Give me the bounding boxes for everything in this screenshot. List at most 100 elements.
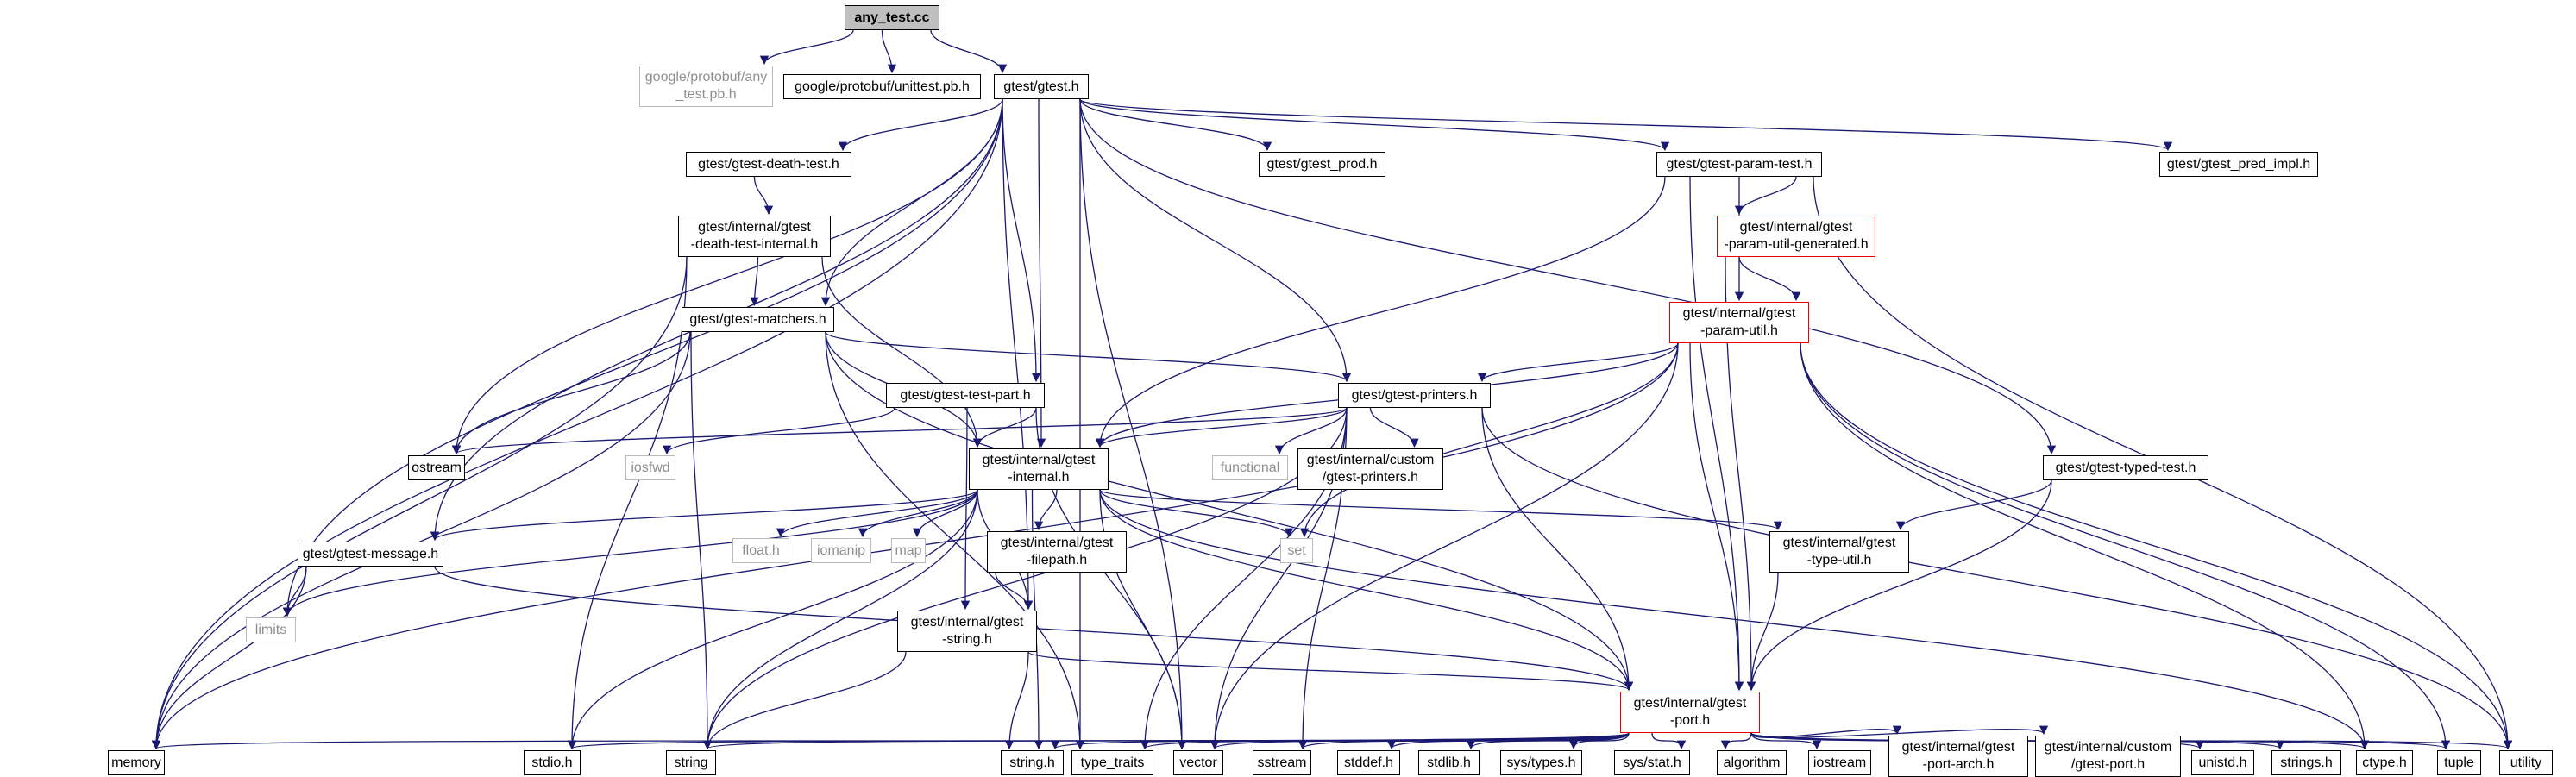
node-port_arch[interactable]: gtest/internal/gtest-port-arch.h — [1888, 736, 2028, 777]
node-label: functional — [1220, 460, 1280, 475]
node-ostream[interactable]: ostream — [408, 455, 465, 480]
node-label: sys/types.h — [1506, 755, 1576, 770]
node-internal[interactable]: gtest/internal/gtest-internal.h — [969, 448, 1109, 490]
edge-gtest_h-test_part — [1002, 98, 1041, 383]
edge-internal-vector — [1099, 489, 1187, 750]
node-iostream[interactable]: iostream — [1808, 750, 1871, 775]
node-label: set — [1287, 542, 1306, 558]
node-type_util[interactable]: gtest/internal/gtest-type-util.h — [1769, 531, 1909, 573]
node-param_test[interactable]: gtest/gtest-param-test.h — [1656, 152, 1822, 177]
node-label: _test.pb.h — [675, 87, 737, 102]
edge-param_test-internal — [1095, 176, 1666, 448]
node-pred_impl[interactable]: gtest/gtest_pred_impl.h — [2159, 152, 2318, 177]
edge-gtest_h-memory — [151, 98, 1003, 750]
node-label: gtest/internal/gtest — [1739, 220, 1853, 235]
node-float_h[interactable]: float.h — [732, 538, 789, 563]
node-unistd_h[interactable]: unistd.h — [2191, 750, 2254, 775]
edge-gtest_h-printers — [1079, 98, 1352, 383]
edge-gtest_h-death_test — [838, 98, 1003, 152]
node-param_util[interactable]: gtest/internal/gtest-param-util.h — [1669, 302, 1809, 343]
node-stddef_h[interactable]: stddef.h — [1337, 750, 1400, 775]
edge-internal-string — [702, 489, 978, 750]
edge-port-iostream — [1750, 732, 1822, 750]
node-custom_port[interactable]: gtest/internal/custom/gtest-port.h — [2035, 736, 2181, 777]
node-iosfwd[interactable]: iosfwd — [625, 455, 675, 480]
node-label: gtest/internal/gtest — [1000, 536, 1114, 550]
node-gtest_h[interactable]: gtest/gtest.h — [994, 74, 1089, 99]
node-typed_test[interactable]: gtest/gtest-typed-test.h — [2043, 455, 2208, 480]
edge-death_internal-memory — [151, 256, 688, 750]
node-stdio_h[interactable]: stdio.h — [524, 750, 581, 775]
edge-internal-limits — [282, 489, 978, 617]
node-death_test[interactable]: gtest/gtest-death-test.h — [686, 152, 851, 177]
node-vector[interactable]: vector — [1173, 750, 1223, 775]
node-prod[interactable]: gtest/gtest_prod.h — [1259, 152, 1385, 177]
node-algorithm[interactable]: algorithm — [1717, 750, 1787, 775]
node-label: type_traits — [1080, 755, 1145, 770]
node-label: algorithm — [1723, 755, 1781, 770]
node-sys_stat[interactable]: sys/stat.h — [1614, 750, 1690, 775]
edge-printers-functional — [1274, 407, 1348, 455]
node-string_h[interactable]: string.h — [1001, 750, 1064, 775]
node-label: -param-util-generated.h — [1724, 237, 1869, 252]
edge-internal-filepath — [1034, 489, 1058, 531]
edge-death_internal-internal — [821, 256, 983, 448]
edge-any_test_cc-gtest_h — [930, 29, 1008, 74]
node-ctype_h[interactable]: ctype.h — [2356, 750, 2413, 775]
node-stdlib_h[interactable]: stdlib.h — [1418, 750, 1480, 775]
node-test_part[interactable]: gtest/gtest-test-part.h — [886, 383, 1045, 408]
node-param_gen[interactable]: gtest/internal/gtest -param-util-generate… — [1717, 216, 1875, 257]
edge-param_util-port — [1689, 342, 1744, 692]
node-label: vector — [1179, 755, 1217, 770]
edge-matchers-ostream — [451, 331, 691, 455]
node-label: map — [895, 542, 922, 558]
edge-typed_test-port — [1746, 479, 2052, 692]
node-pb_unittest[interactable]: google/protobuf/unittest.pb.h — [783, 74, 981, 99]
node-filepath[interactable]: gtest/internal/gtest -filepath.h — [987, 531, 1127, 573]
node-sstream[interactable]: sstream — [1253, 750, 1311, 775]
edge-internal-iomanip — [858, 489, 978, 538]
node-label: limits — [254, 622, 287, 637]
node-label: gtest/internal/gtest — [910, 615, 1024, 630]
edge-matchers-memory — [151, 331, 691, 750]
node-tuple[interactable]: tuple — [2437, 750, 2481, 775]
edge-param_gen-param_util — [1738, 256, 1801, 302]
edge-printers-port — [1481, 407, 1634, 692]
node-map[interactable]: map — [891, 538, 926, 563]
node-matchers[interactable]: gtest/gtest-matchers.h — [682, 307, 834, 332]
edge-printers-custom_printers — [1369, 407, 1419, 448]
node-label: iosfwd — [631, 460, 670, 475]
node-label: gtest/gtest-param-test.h — [1666, 156, 1813, 172]
edge-printers-internal — [1095, 407, 1348, 448]
node-label: -string.h — [942, 632, 992, 647]
node-label: unistd.h — [2198, 755, 2247, 770]
node-death_internal[interactable]: gtest/internal/gtest-death-test-internal… — [678, 216, 831, 257]
node-label: gtest/internal/gtest — [1633, 696, 1747, 711]
node-message[interactable]: gtest/gtest-message.h — [298, 542, 443, 567]
edge-internal-float_h — [776, 489, 978, 538]
node-label: sstream — [1257, 755, 1307, 770]
node-type_traits[interactable]: type_traits — [1071, 750, 1153, 775]
node-label: gtest/gtest-test-part.h — [900, 387, 1031, 403]
node-iomanip[interactable]: iomanip — [811, 538, 871, 563]
node-sys_types[interactable]: sys/types.h — [1500, 750, 1582, 775]
node-memory[interactable]: memory — [108, 750, 165, 775]
node-printers[interactable]: gtest/gtest-printers.h — [1338, 383, 1491, 408]
node-label: -param-util.h — [1700, 323, 1778, 338]
node-label: -filepath.h — [1026, 553, 1088, 567]
node-port[interactable]: gtest/internal/gtest-port.h — [1620, 692, 1760, 733]
edge-type_util-port — [1746, 572, 1779, 692]
node-utility[interactable]: utility — [2499, 750, 2553, 775]
node-string_internal[interactable]: gtest/internal/gtest -string.h — [897, 611, 1037, 652]
node-string[interactable]: string — [666, 750, 716, 775]
node-strings_h[interactable]: strings.h — [2271, 750, 2341, 775]
node-limits[interactable]: limits — [246, 617, 296, 642]
edge-internal-stdio_h — [567, 489, 978, 750]
node-functional[interactable]: functional — [1212, 455, 1288, 480]
node-set[interactable]: set — [1280, 538, 1313, 563]
node-pb_any[interactable]: google/protobuf/any_test.pb.h — [639, 66, 773, 107]
node-custom_printers[interactable]: gtest/internal/custom/gtest-printers.h — [1297, 448, 1443, 490]
node-any_test_cc[interactable]: any_test.cc — [845, 5, 939, 30]
node-label: any_test.cc — [854, 9, 930, 25]
